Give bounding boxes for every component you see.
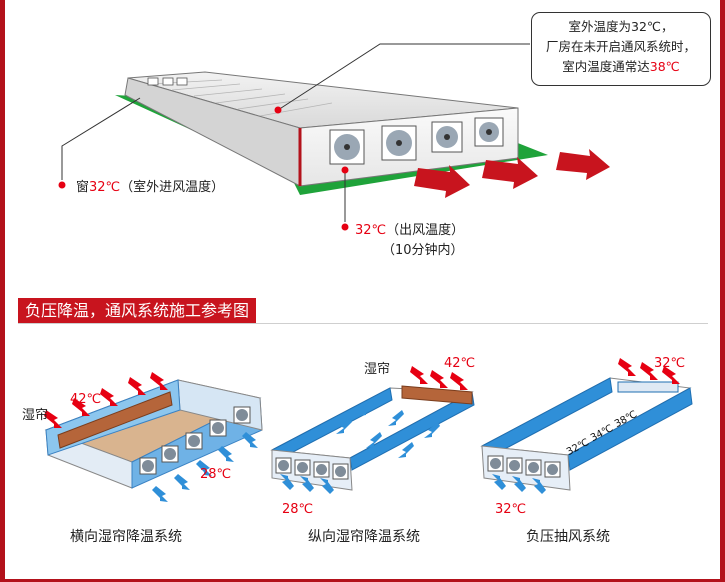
blue-arrow-icon: [280, 400, 440, 494]
window-label-value: 32℃: [89, 180, 121, 195]
window-label: 窗32℃（室外进风温度）: [76, 176, 224, 195]
pin-dot-icon: [341, 223, 349, 231]
window-label-suffix: （室外进风温度）: [120, 180, 225, 195]
section-title: 负压降温，通风系统施工参考图: [18, 298, 257, 324]
system1-out-temp: 28℃: [200, 467, 232, 482]
callout-box: 室外温度为32℃， 厂房在未开启通风系统时， 室内温度通常达38℃: [531, 12, 711, 86]
system3-caption: 负压抽风系统: [526, 529, 610, 545]
inlet-window: [617, 381, 679, 393]
system1-in-temp: 42℃: [70, 392, 102, 407]
section-divider: [18, 323, 708, 324]
frame-left-border: [0, 0, 5, 582]
red-arrow-icon: [618, 358, 680, 384]
red-arrow-icon: [482, 157, 538, 189]
fan-icon: [332, 463, 349, 480]
side-window: [162, 77, 174, 86]
wet-curtain: [401, 385, 473, 405]
pin-dot-icon: [274, 106, 282, 114]
side-window: [147, 77, 159, 86]
system2-in-temp: 42℃: [444, 356, 476, 371]
red-arrow-icon: [556, 149, 610, 180]
blue-arrow-icon: [152, 432, 258, 502]
pin-dot-icon: [58, 181, 66, 189]
red-arrow-icon: [414, 165, 470, 198]
fan-icon: [233, 406, 251, 424]
frame-right-border: [720, 0, 725, 582]
callout-line-3: 室内温度通常达38℃: [538, 57, 704, 77]
system2-curtain-label: 湿帘: [364, 362, 391, 377]
red-arrow-icon: [44, 372, 168, 428]
window-label-prefix: 窗: [76, 180, 90, 195]
outlet-label-suffix: （出风温度）: [386, 223, 465, 238]
fan-icon: [329, 129, 365, 165]
fan-icon: [185, 432, 203, 450]
red-arrow-icon: [410, 366, 468, 390]
outlet-label-line-2: （10分钟内）: [382, 243, 464, 258]
callout-line-3-prefix: 室内温度通常达: [562, 59, 650, 74]
fan-icon: [275, 457, 292, 474]
system3-in-temp: 32℃: [654, 356, 686, 371]
fan-icon: [525, 459, 542, 476]
fan-icon: [506, 457, 523, 474]
fan-icon: [474, 117, 504, 147]
fan-icon: [431, 121, 463, 153]
roof-panels: [149, 79, 333, 117]
pin-dot-icon: [341, 166, 349, 174]
system2-out-temp: 28℃: [282, 502, 314, 517]
system1-curtain-label: 湿帘: [22, 408, 49, 423]
outlet-label-value: 32℃: [355, 223, 387, 238]
fan-icon: [313, 461, 330, 478]
fan-icon: [209, 419, 227, 437]
fan-icon: [544, 461, 561, 478]
wet-curtain: [57, 391, 173, 449]
frame-bottom-border: [0, 579, 725, 582]
leader-line: [61, 97, 141, 180]
side-window: [176, 77, 188, 86]
system1-caption: 横向湿帘降温系统: [70, 529, 182, 545]
system2-caption: 纵向湿帘降温系统: [308, 529, 420, 545]
fan-icon: [381, 125, 417, 161]
system2-diagram: [270, 385, 475, 491]
fan-icon: [139, 457, 157, 475]
fan-icon: [487, 455, 504, 472]
callout-line-2: 厂房在未开启通风系统时，: [545, 39, 696, 54]
callout-line-3-value: 38℃: [649, 59, 680, 74]
fan-icon: [161, 445, 179, 463]
fan-icon: [294, 459, 311, 476]
outlet-label: 32℃（出风温度）: [355, 219, 464, 238]
leader-line: [277, 43, 530, 111]
blue-arrow-icon: [492, 474, 546, 494]
system1-diagram: [44, 379, 263, 489]
callout-line-1: 室外温度为32℃，: [568, 19, 674, 34]
system3-out-temp: 32℃: [495, 502, 527, 517]
